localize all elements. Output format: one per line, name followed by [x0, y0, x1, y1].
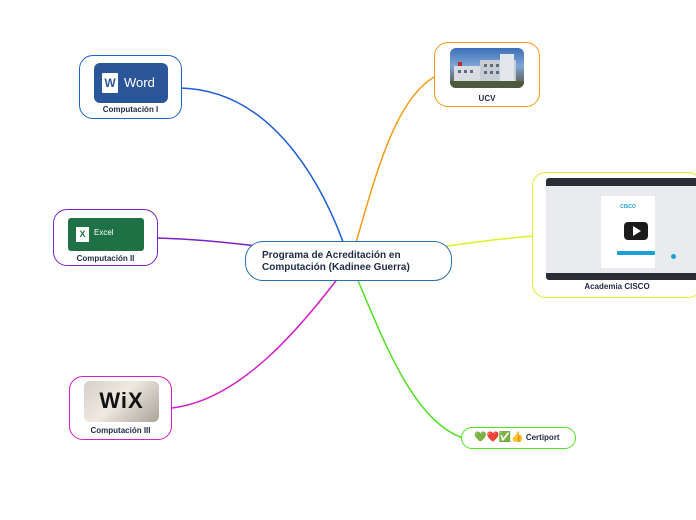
excel-image-text: Excel: [94, 228, 114, 237]
word-image: W Word: [94, 63, 168, 103]
wix-image: WiX: [84, 381, 159, 422]
node-academia-cisco[interactable]: CISCO Academia CISCO: [532, 172, 696, 298]
connector-comp1: [179, 87, 351, 263]
browser-bar: [546, 178, 696, 186]
ucv-campus-photo: [450, 48, 524, 88]
video-footer-bar: [546, 273, 696, 280]
node-label: Computación II: [76, 254, 135, 263]
cisco-logo-text: CISCO: [620, 204, 636, 210]
login-button: [617, 251, 655, 255]
node-computacion-2[interactable]: X Excel Computación II: [53, 209, 158, 266]
node-certiport[interactable]: 💚❤️✅👍Certiport: [461, 427, 576, 449]
node-label: UCV: [478, 94, 496, 103]
word-icon: W: [102, 73, 118, 93]
node-ucv[interactable]: UCV: [434, 42, 540, 107]
node-computacion-1[interactable]: W Word Computación I: [79, 55, 182, 119]
node-label: Computación III: [90, 426, 151, 435]
connector-ucv: [349, 75, 437, 263]
connector-certiport: [349, 261, 464, 439]
node-label: Academia CISCO: [584, 282, 650, 291]
emoji-icons: 💚❤️✅👍: [474, 432, 524, 443]
chat-icon: [671, 254, 676, 259]
building-icon: [450, 54, 524, 88]
word-image-text: Word: [124, 75, 155, 90]
play-icon[interactable]: [624, 222, 648, 240]
node-computacion-3[interactable]: WiX Computación III: [69, 376, 172, 440]
central-topic[interactable]: Programa de Acreditación en Computación …: [245, 241, 452, 281]
central-topic-title: Programa de Acreditación en Computación …: [262, 250, 410, 273]
connector-comp3: [171, 261, 351, 409]
wix-logo-text: WiX: [99, 388, 144, 413]
cisco-video-thumbnail[interactable]: CISCO: [546, 178, 696, 280]
node-label: Certiport: [525, 433, 560, 442]
node-label: Computación I: [102, 105, 159, 114]
excel-image: X Excel: [68, 218, 144, 251]
excel-icon: X: [76, 227, 89, 242]
